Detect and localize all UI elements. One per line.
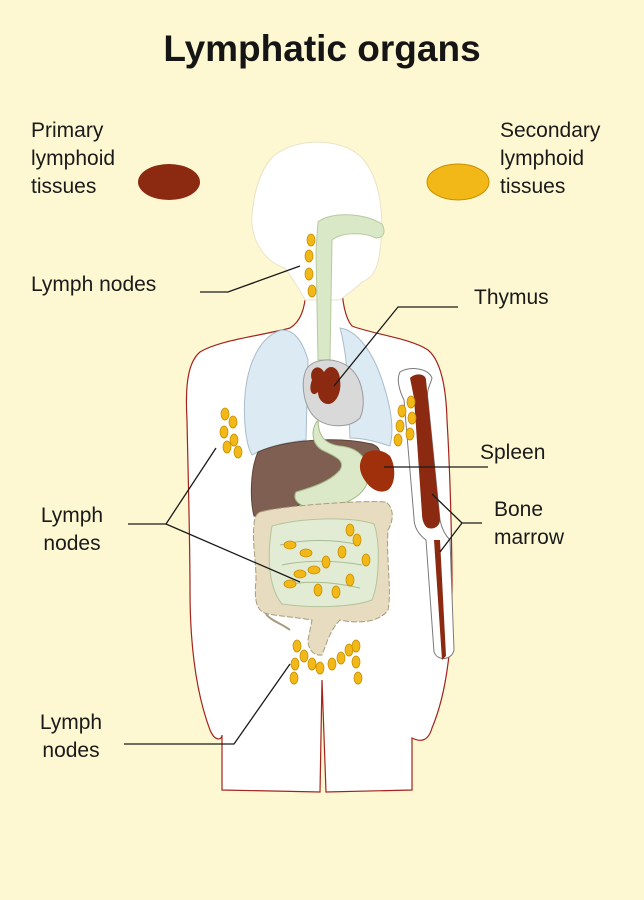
lymph-nodes-armpit-right [393, 395, 417, 447]
lymph-nodes-abdomen [283, 523, 371, 599]
label-thymus: Thymus [474, 286, 549, 309]
label-lymph-nodes-armpit: Lymph nodes [33, 502, 111, 558]
label-spleen: Spleen [480, 441, 546, 464]
legend-primary-line-2: lymphoid [31, 147, 116, 170]
legend-primary-label: Primary lymphoid tissues [31, 117, 115, 201]
bone-marrow-forearm [434, 540, 446, 660]
label-lymph-nodes-groin: Lymph nodes [31, 709, 111, 765]
label-lymph-nodes-armpit-line-1: Lymph [40, 504, 104, 527]
airway [315, 214, 385, 361]
thymus [310, 366, 341, 404]
legend-secondary-line-1: Secondary [500, 119, 601, 142]
legend-secondary-line-2: lymphoid [500, 147, 585, 170]
diagram-title: Lymphatic organs [163, 28, 481, 69]
legend-primary-swatch [138, 164, 200, 200]
label-bone-marrow-line-2: marrow [494, 526, 565, 549]
stomach [294, 418, 369, 509]
leader-lymph-nodes-groin [124, 663, 291, 745]
lymph-nodes-neck [304, 233, 317, 298]
legend-secondary-label: Secondary lymphoid tissues [500, 117, 600, 201]
lymph-nodes-groin [289, 639, 363, 685]
legend-secondary-line-3: tissues [500, 175, 566, 198]
label-bone-marrow-line-1: Bone [494, 498, 544, 521]
label-lymph-nodes-neck: Lymph nodes [31, 273, 157, 296]
appendix [265, 613, 291, 631]
legend-primary-line-1: Primary [31, 119, 104, 142]
lymph-nodes-armpit-left [219, 407, 243, 459]
legend-secondary-swatch [426, 163, 490, 201]
leader-bone-marrow [431, 493, 482, 553]
label-bone-marrow: Bone marrow [494, 496, 564, 552]
left-lung [243, 329, 309, 456]
leader-thymus [333, 306, 458, 387]
leader-lymph-nodes-neck [200, 265, 301, 293]
leader-lines [124, 265, 488, 745]
spleen [359, 450, 395, 492]
label-lymph-nodes-groin-line-2: nodes [42, 739, 100, 762]
legend-primary-line-3: tissues [31, 175, 97, 198]
label-lymph-nodes-armpit-line-2: nodes [43, 532, 101, 555]
bone-marrow-humerus [410, 374, 440, 529]
head-silhouette [251, 141, 383, 301]
leader-lymph-nodes-armpit [128, 447, 301, 583]
label-lymph-nodes-groin-line-1: Lymph [39, 711, 103, 734]
